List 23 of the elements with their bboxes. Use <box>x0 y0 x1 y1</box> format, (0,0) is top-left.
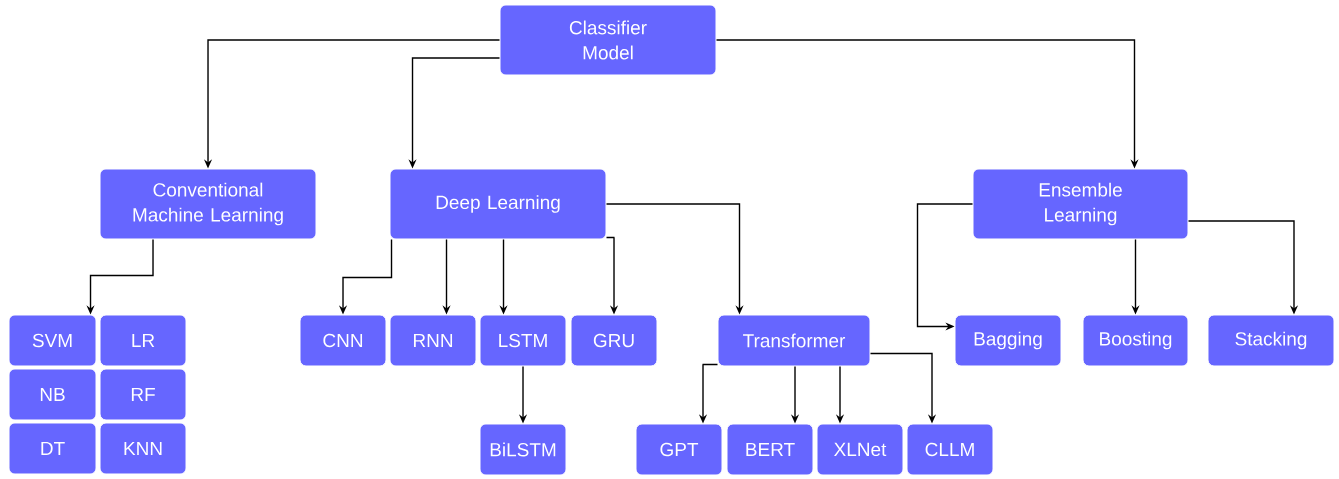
model-box: SVM <box>8 314 97 367</box>
category-box: Deep Learning <box>389 168 607 240</box>
category-box: Ensemble Learning <box>972 168 1189 240</box>
model-box: Stacking <box>1207 314 1335 367</box>
model-box: LR <box>99 314 187 367</box>
category-box: Classifier Model <box>499 4 717 76</box>
model-box: BERT <box>726 423 814 476</box>
model-box: GPT <box>635 423 723 476</box>
model-box: KNN <box>99 422 187 475</box>
model-box: XLNet <box>816 423 904 476</box>
model-box: Boosting <box>1082 314 1189 367</box>
model-box: NB <box>8 368 97 421</box>
model-box: Transformer <box>717 314 871 367</box>
model-box: DT <box>8 422 97 475</box>
model-box: RNN <box>389 314 477 367</box>
model-box: CNN <box>299 314 387 367</box>
model-box: RF <box>99 368 187 421</box>
model-box: CLLM <box>906 423 994 476</box>
model-box: BiLSTM <box>479 423 567 476</box>
category-box: Conventional Machine Learning <box>99 168 317 240</box>
model-box: LSTM <box>479 314 567 367</box>
model-box: GRU <box>570 314 658 367</box>
model-box: Bagging <box>954 314 1062 367</box>
